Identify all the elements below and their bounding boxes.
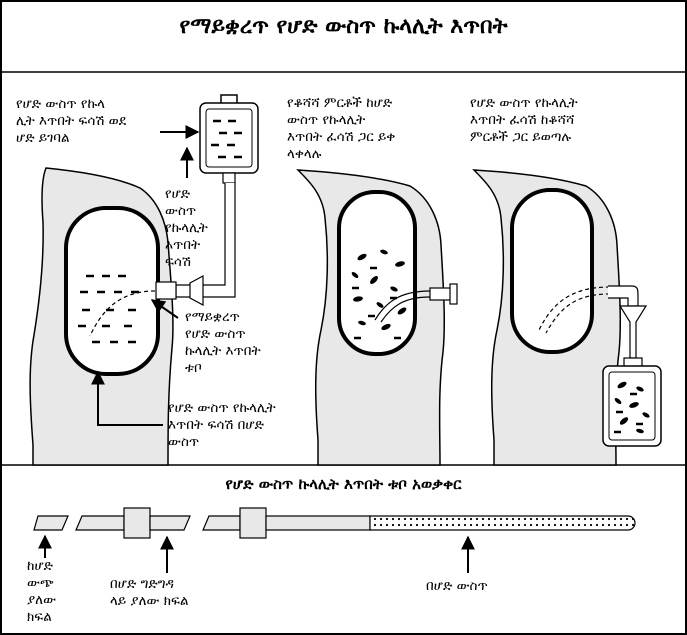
catheter-inside-2 [374,290,431,321]
label-line: የሆድ ውስጥ የኩላሊት [470,95,578,111]
abdomen-1 [29,167,174,466]
label-line: የሆድ ውስጥ የኩላሊት [168,400,276,416]
label-wall-part: በሆድ ግድግዳ ላይ ያለው ክፍል [110,576,189,610]
label-fluid-drains: የሆድ ውስጥ የኩላሊት እጥበት ፈሳሽ ከቆሻሻ ምርቶች ጋር ይወጣሉ [470,95,578,146]
fluid-dashes-1 [78,274,139,344]
label-line: ፍሳሽ [165,254,191,270]
catheter-connector-2 [429,287,453,301]
label-line: ክፍል [27,609,52,625]
label-line: ምርቶች ጋር ይወጣሉ [470,129,572,145]
catheter-connector-1 [155,281,177,300]
catheter-inside-3 [538,286,611,331]
label-catheter: የማይቋረጥ የሆድ ውስጥ ኩላሊት እጥበት ቱቦ [185,309,261,377]
catheter-cap-2 [449,283,458,305]
catheter-tube-d [265,515,371,531]
catheter-cuff-1 [123,507,151,539]
label-line: የሆድ ውስጥ [185,326,246,342]
label-line: ቱቦ [185,360,202,376]
label-inside-part: በሆድ ውስጥ [426,578,488,595]
label-line: እጥበት ፈሳሽ ከቆሻሻ [470,112,575,128]
label-line: ላይ ያለው ክፍል [110,593,189,609]
label-line: እጥበት ፈሳሽ ጋር ይቀ [287,129,396,145]
drain-bag-3 [602,357,662,447]
label-line: ውስጥ [165,203,197,219]
catheter-tube-a [75,515,125,531]
label-line: ሊት እጥበት ፍሳሽ ወደ [16,113,127,129]
label-line: የኩላሊት [165,220,208,236]
label-line: በሆድ ግድግዳ [110,576,174,592]
label-line: ውጭ [27,575,54,591]
abdomen-2 [296,169,446,466]
label-line: የሆድ [165,186,191,202]
label-line: ሆድ ይገባል [16,130,70,146]
catheter-tube-b [149,515,191,531]
label-line: የቆሻሻ ምርቶች ከሆድ [287,95,393,111]
peritoneal-cavity-1 [64,206,160,376]
peritoneal-cavity-3 [510,188,594,354]
catheter-section-title: የሆድ ውስጥ ኩላሊት እጥበት ቱቦ አወቃቀር [225,475,462,493]
label-line: ውስጥ የኩላሊት [287,112,366,128]
label-line: ውስጥ [168,434,200,450]
label-outside-part: ከሆድ ውጭ ያለው ክፍል [27,558,56,626]
label-line: እጥበት [165,237,201,253]
catheter-clamp-1 [189,274,204,307]
label-line: በሆድ ውስጥ [426,578,488,594]
label-line: የሆድ ውስጥ የኩላ [16,96,105,112]
label-line: እጥበት ፍሳሽ በሆድ [168,417,264,433]
label-waste-moves: የቆሻሻ ምርቶች ከሆድ ውስጥ የኩላሊት እጥበት ፈሳሽ ጋር ይቀ ላ… [287,95,395,163]
label-fluid-in-abdomen: የሆድ ውስጥ የኩላሊት እጥበት ፍሳሽ በሆድ ውስጥ [168,400,276,451]
label-line: ከሆድ [27,558,54,574]
label-line: ያለው [27,592,57,608]
label-line: የማይቋረጥ [185,309,240,325]
waste-particles-2 [351,249,407,331]
catheter-tube-c [202,515,241,531]
catheter-perforated-tip [369,515,636,531]
arrow-catheter-label [150,299,179,319]
page-title: የማይቋረጥ የሆድ ውስጥ ኩላሊት እጥበት [179,14,508,39]
catheter-inside-1 [89,290,156,337]
label-solution: የሆድ ውስጥ የኩላሊት እጥበት ፍሳሽ [165,186,208,271]
catheter-outside-segment [33,515,69,531]
peritoneal-cavity-2 [337,190,417,356]
label-fluid-enters: የሆድ ውስጥ የኩላ ሊት እጥበት ፍሳሽ ወደ ሆድ ይገባል [16,96,126,147]
arrow-fluid-in-abdomen [91,370,163,426]
label-line: ኩላሊት እጥበት [185,343,261,359]
abdomen-3 [472,169,622,466]
solution-bag-1 [199,94,259,184]
label-line: ላቀላሉ [287,146,322,162]
catheter-cuff-2 [239,507,267,539]
catheter-diagram [33,507,636,539]
